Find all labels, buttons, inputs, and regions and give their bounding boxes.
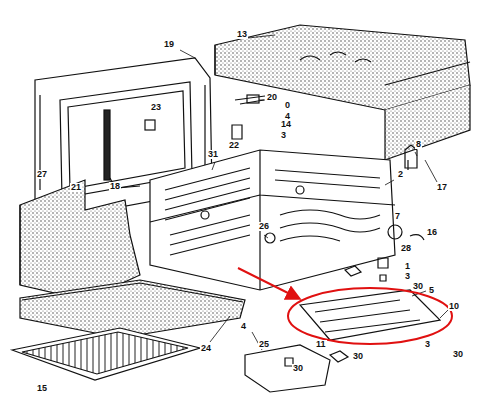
callout-number: 31 [207, 150, 219, 159]
callout-number: 14 [280, 120, 292, 129]
callout-number: 22 [228, 141, 240, 150]
callout-number: 3 [404, 272, 411, 281]
callout-number: 26 [258, 222, 270, 231]
callout-number: 7 [394, 212, 401, 221]
callout-number: 25 [258, 340, 270, 349]
callout-number: 11 [315, 340, 327, 349]
callout-number: 27 [36, 170, 48, 179]
callout-number: 17 [436, 183, 448, 192]
callout-number: 21 [70, 183, 82, 192]
callout-number: 13 [236, 30, 248, 39]
callout-number: 30 [292, 364, 304, 373]
callout-number: 20 [266, 93, 278, 102]
callout-number: 8 [415, 140, 422, 149]
callout-number: 10 [448, 302, 460, 311]
callout-number: 1 [404, 262, 411, 271]
callout-number: 16 [426, 228, 438, 237]
callout-number: 30 [352, 352, 364, 361]
callout-number: 28 [400, 244, 412, 253]
callout-number: 30 [412, 282, 424, 291]
callout-number: 4 [240, 322, 247, 331]
callout-number: 3 [280, 131, 287, 140]
callout-number: 2 [397, 170, 404, 179]
callout-number: 24 [200, 344, 212, 353]
callout-number: 0 [284, 101, 291, 110]
callout-number: 3 [424, 340, 431, 349]
callout-number: 15 [36, 384, 48, 393]
callout-number: 18 [109, 182, 121, 191]
callout-number: 23 [150, 103, 162, 112]
callout-number: 30 [452, 350, 464, 359]
callout-number: 19 [163, 40, 175, 49]
callout-number: 5 [428, 286, 435, 295]
